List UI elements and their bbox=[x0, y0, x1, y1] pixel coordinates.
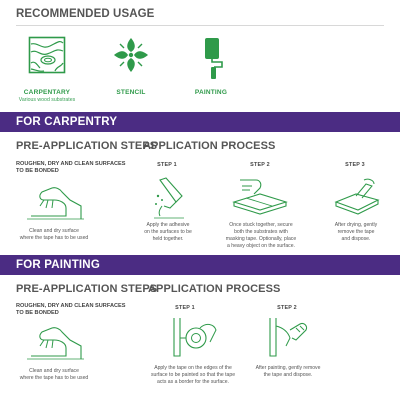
carpentry-step-3-line-3: and dispose. bbox=[341, 236, 371, 242]
painting-pre-title: PRE-APPLICATION STEPS bbox=[16, 283, 158, 295]
usage-label-carpentary: CARPENTARY bbox=[23, 89, 71, 96]
painting-pre-caption-2: where the tape has to be used bbox=[19, 375, 89, 381]
carpentry-pre-subtitle-2: TO BE BONDED bbox=[16, 168, 59, 174]
painting-pre-subtitle-2: TO BE BONDED bbox=[16, 310, 59, 316]
usage-label-stencil: STENCIL bbox=[116, 89, 146, 96]
tape-roll-wall-icon bbox=[170, 316, 220, 358]
carpentry-step-1-line-1: Apply the adhesive bbox=[146, 222, 190, 228]
painting-step-2-label: STEP 2 bbox=[277, 305, 297, 311]
painting-band: FOR PAINTING bbox=[0, 255, 400, 275]
painting-step-1-line-3: acts as a border for the surface. bbox=[157, 379, 229, 385]
carpentry-step-2-line-1: Once stuck together, secure bbox=[229, 222, 293, 228]
painting-pre-subtitle-1: ROUGHEN, DRY AND CLEAN SURFACES bbox=[16, 303, 126, 309]
painting-step-1-label: STEP 1 bbox=[175, 305, 195, 311]
carpentry-step-1-label: STEP 1 bbox=[157, 162, 177, 168]
carpentry-band: FOR CARPENTRY bbox=[0, 112, 400, 132]
carpentry-step-2-line-3: masking tape. Optionally, place bbox=[225, 236, 297, 242]
carpentry-pre-caption-1: Clean and dry surface bbox=[29, 228, 79, 234]
carpentry-band-title: FOR CARPENTRY bbox=[16, 116, 118, 128]
painting-process-title: APPLICATION PROCESS bbox=[148, 283, 281, 295]
paint-roller-icon bbox=[196, 36, 228, 80]
carpentry-step-1-line-3: held together. bbox=[152, 236, 184, 242]
carpentry-pre-subtitle-1: ROUGHEN, DRY AND CLEAN SURFACES bbox=[16, 161, 126, 167]
hand-cleaning-icon bbox=[26, 186, 86, 222]
hand-cleaning-icon bbox=[26, 326, 86, 362]
carpentry-pre-caption-2: where the tape has to be used bbox=[19, 235, 89, 241]
divider bbox=[16, 25, 384, 26]
masking-tape-clamp-icon bbox=[232, 176, 288, 216]
adhesive-bottle-icon bbox=[152, 176, 186, 220]
stencil-flower-icon bbox=[112, 36, 150, 74]
carpentry-step-2-line-2: both the substrates with bbox=[234, 229, 288, 235]
carpentry-step-3-line-2: remove the tape bbox=[337, 229, 375, 235]
painting-step-2-line-1: After painting, gently remove bbox=[255, 365, 321, 371]
carpentry-pre-title: PRE-APPLICATION STEPS bbox=[16, 140, 158, 152]
usage-label-painting: PAINTING bbox=[194, 89, 228, 96]
carpentry-step-2-label: STEP 2 bbox=[250, 162, 270, 168]
painting-pre-caption-1: Clean and dry surface bbox=[29, 368, 79, 374]
wood-grain-icon bbox=[28, 36, 66, 74]
painting-step-1-line-2: surface to be painted so that the tape bbox=[150, 372, 236, 378]
painting-step-2-line-2: the tape and dispose. bbox=[263, 372, 313, 378]
carpentry-step-3-label: STEP 3 bbox=[345, 162, 365, 168]
recommended-usage-title: RECOMMENDED USAGE bbox=[16, 8, 155, 20]
carpentry-step-3-line-1: After drying, gently bbox=[334, 222, 378, 228]
carpentry-step-1-line-2: on the surfaces to be bbox=[144, 229, 192, 235]
usage-sub-carpentary: Various wood substrates bbox=[18, 97, 76, 103]
remove-tape-icon bbox=[334, 176, 380, 216]
carpentry-step-2-line-4: a heavy object on the surface. bbox=[227, 243, 295, 249]
painting-band-title: FOR PAINTING bbox=[16, 259, 100, 271]
remove-tape-wall-icon bbox=[266, 316, 312, 358]
painting-step-1-line-1: Apply the tape on the edges of the bbox=[154, 365, 232, 371]
carpentry-process-title: APPLICATION PROCESS bbox=[143, 140, 276, 152]
